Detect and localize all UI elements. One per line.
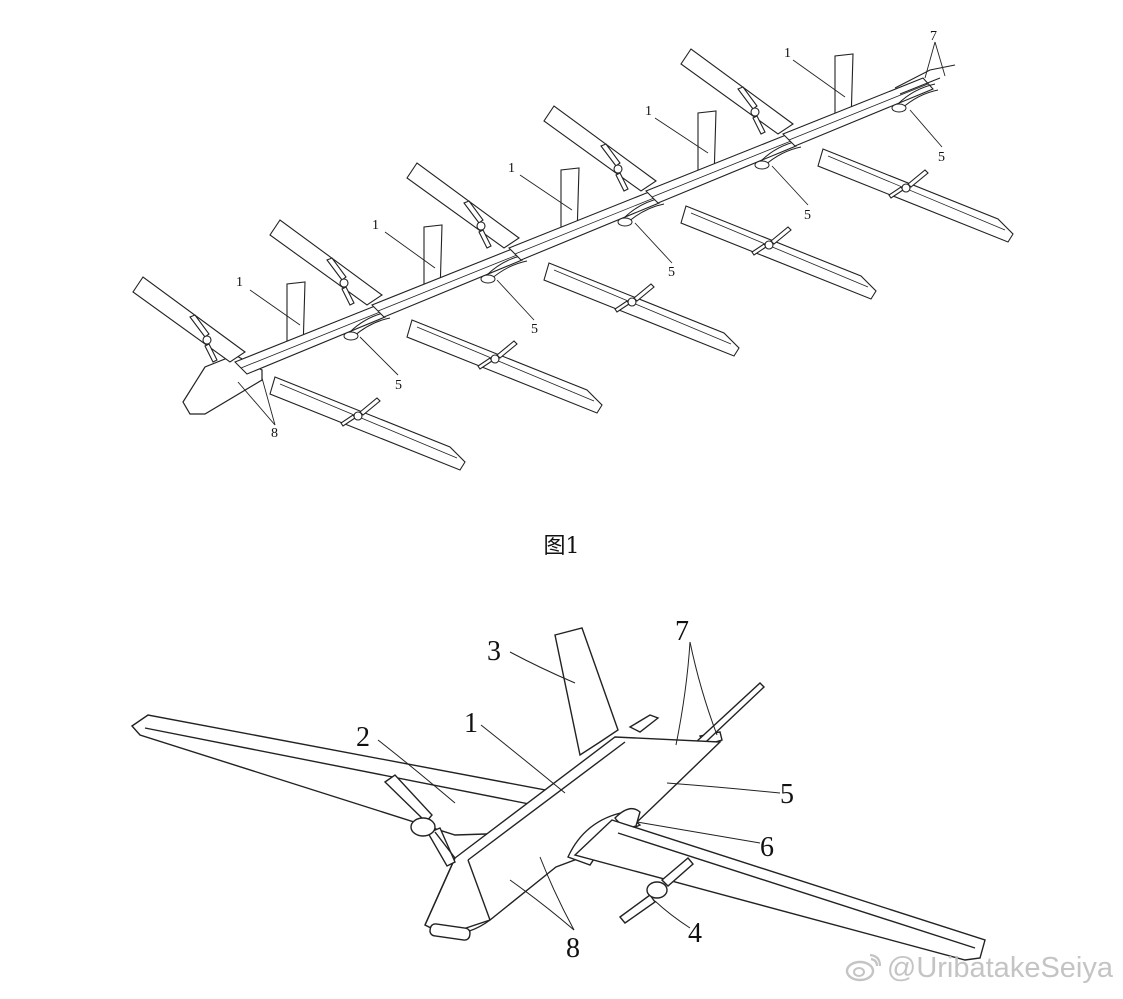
fig2-label-propeller: 4 <box>688 918 702 949</box>
fig2-propeller <box>618 894 656 924</box>
fig2-label-fuselage: 1 <box>464 708 478 739</box>
fig1-label-connector: 5 <box>395 378 402 393</box>
fig1-module-c <box>406 162 740 357</box>
watermark: @UribatakeSeiya <box>845 951 1113 985</box>
fig1-label-module: 1 <box>645 104 652 119</box>
fig2-label-tail: 3 <box>487 636 501 667</box>
fig1-label-part7: 7 <box>930 29 937 44</box>
fig2-label-part8: 8 <box>566 933 580 964</box>
fig2-right-wing <box>573 819 986 961</box>
fig2-left-propeller-hub <box>410 817 436 837</box>
fig2-label-joint: 6 <box>760 832 774 863</box>
fig1-module-e <box>680 48 1014 243</box>
fig2-label-part7: 7 <box>675 616 689 647</box>
figure2-diagram <box>130 627 986 961</box>
weibo-logo-icon <box>845 953 881 982</box>
fig1-label-connector: 5 <box>804 208 811 223</box>
fig1-module-b <box>269 219 603 414</box>
figure1-caption: 图1 <box>543 534 580 559</box>
figure1-diagram: 1 1 1 1 1 5 5 5 5 5 7 8 <box>132 29 1014 471</box>
fig1-module-a <box>132 276 466 471</box>
fig1-label-part8: 8 <box>271 426 278 441</box>
fig2-leader-lines <box>377 641 781 931</box>
fig1-leader-lines <box>237 41 946 426</box>
fig1-label-module: 1 <box>236 275 243 290</box>
fig1-label-connector: 5 <box>668 265 675 280</box>
fig2-fuselage <box>424 736 722 936</box>
watermark-text: @UribatakeSeiya <box>886 951 1113 984</box>
fig2-label-wing: 2 <box>356 722 370 753</box>
fig1-module-d <box>543 105 877 300</box>
fig1-label-module: 1 <box>372 218 379 233</box>
fig2-label-connector: 5 <box>780 779 794 810</box>
fig1-label-connector: 5 <box>938 150 945 165</box>
fig1-label-connector: 5 <box>531 322 538 337</box>
fig1-label-module: 1 <box>784 46 791 61</box>
fig2-tail-fin <box>554 627 619 757</box>
fig1-label-module: 1 <box>508 161 515 176</box>
